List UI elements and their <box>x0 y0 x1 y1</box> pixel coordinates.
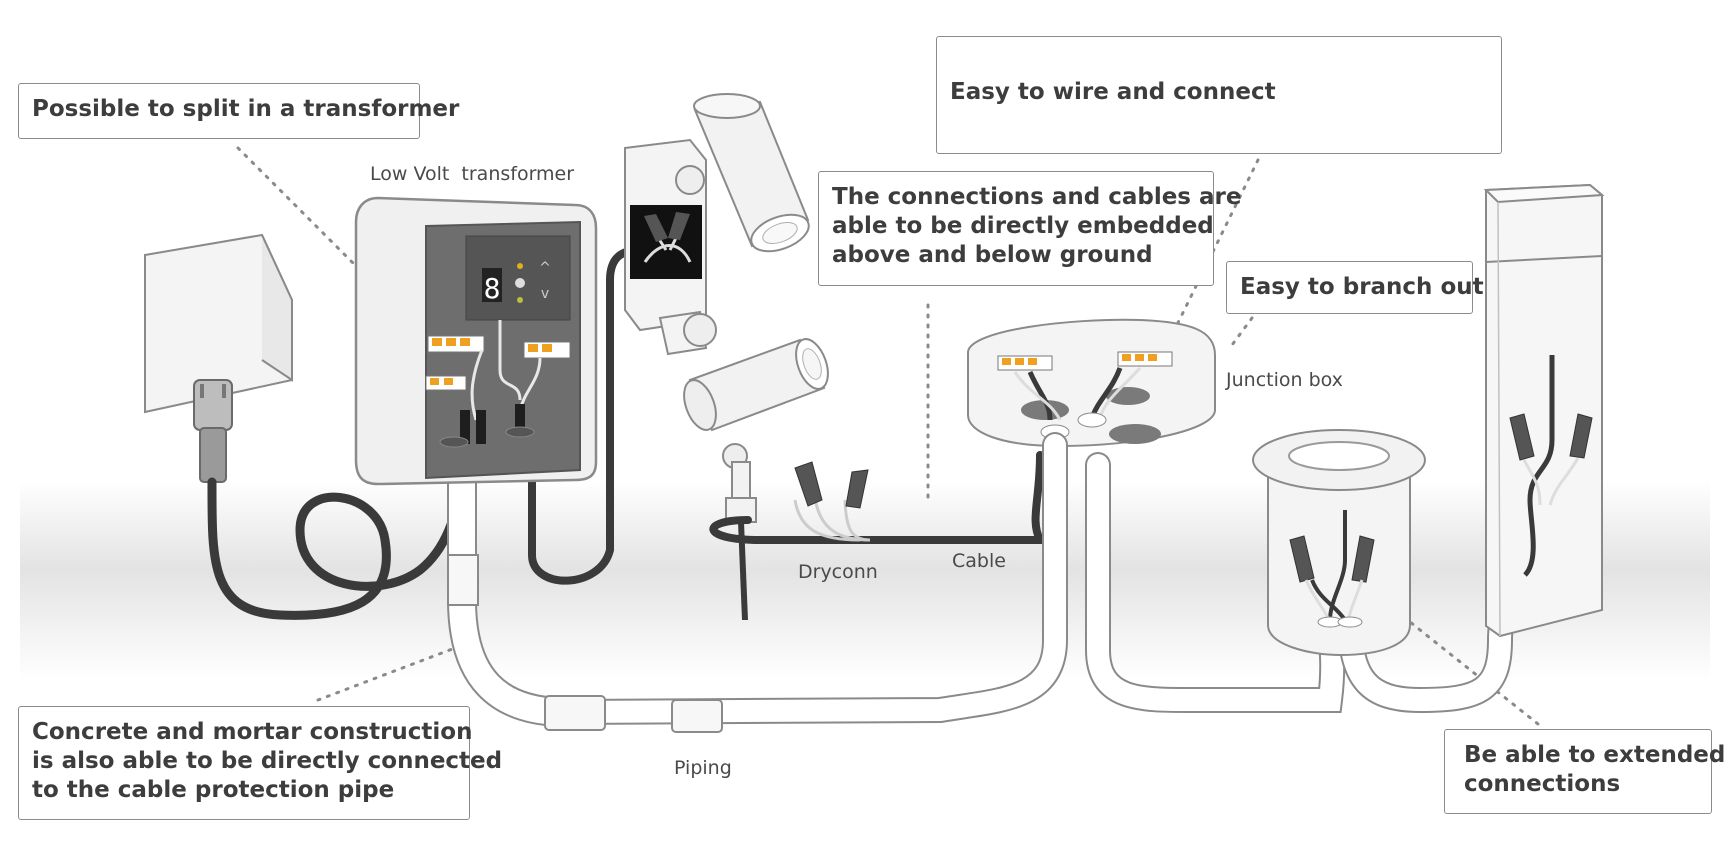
callout-branch-out: Easy to branch out <box>1226 261 1484 314</box>
pipe-couplers <box>544 695 723 733</box>
callout-direct-embedded: The connections and cables are able to b… <box>818 171 1242 286</box>
callout-concrete-line-1: Concrete and mortar construction <box>32 719 473 745</box>
transformer-conduit <box>447 465 575 727</box>
power-plug <box>193 379 233 483</box>
callout-embedded-line-2: able to be directly embedded <box>832 213 1214 239</box>
junction-box <box>967 318 1216 448</box>
label-piping: Piping <box>674 757 732 779</box>
transformer-connector-right <box>523 341 571 359</box>
display-digit: 8 <box>484 272 501 305</box>
callout-concrete-mortar: Concrete and mortar construction is also… <box>18 706 503 820</box>
junction-conduits <box>547 432 1543 725</box>
label-low-volt-transformer: Low Volt transformer <box>370 163 575 185</box>
transformer-to-light-cable <box>528 246 644 585</box>
callout-easy-wire-text: Easy to wire and connect <box>950 79 1276 105</box>
low-volt-transformer: 8 ^ v <box>354 196 598 486</box>
callout-split-text: Possible to split in a transformer <box>32 96 460 122</box>
label-cable: Cable <box>952 550 1006 572</box>
svg-text:v: v <box>541 286 549 302</box>
callout-embedded-line-1: The connections and cables are <box>832 184 1242 210</box>
wall-spotlight <box>624 93 810 356</box>
transformer-connector-left <box>425 335 485 391</box>
wall-outlet <box>144 233 293 414</box>
in-ground-light <box>1252 429 1426 657</box>
callout-concrete-line-3: to the cable protection pipe <box>32 777 395 803</box>
callout-extended-connections: Be able to extended connections <box>1444 729 1726 814</box>
bollard-light <box>1483 183 1605 638</box>
label-dryconn: Dryconn <box>798 561 878 583</box>
callout-branch-text: Easy to branch out <box>1240 274 1484 300</box>
callout-extend-line-2: connections <box>1464 771 1621 797</box>
callout-concrete-line-2: is also able to be directly connected <box>32 748 503 774</box>
label-junction-box: Junction box <box>1226 369 1343 391</box>
leader-lines <box>236 146 1540 726</box>
dryconn-connectors <box>709 451 1047 544</box>
callout-embedded-line-3: above and below ground <box>832 242 1153 268</box>
callout-easy-wire: Easy to wire and connect <box>936 36 1502 154</box>
svg-text:^: ^ <box>539 260 551 276</box>
stake-spotlight <box>683 338 829 620</box>
callout-split-transformer: Possible to split in a transformer <box>18 83 460 139</box>
power-cord <box>207 475 465 620</box>
callout-extend-line-1: Be able to extended <box>1464 742 1726 768</box>
